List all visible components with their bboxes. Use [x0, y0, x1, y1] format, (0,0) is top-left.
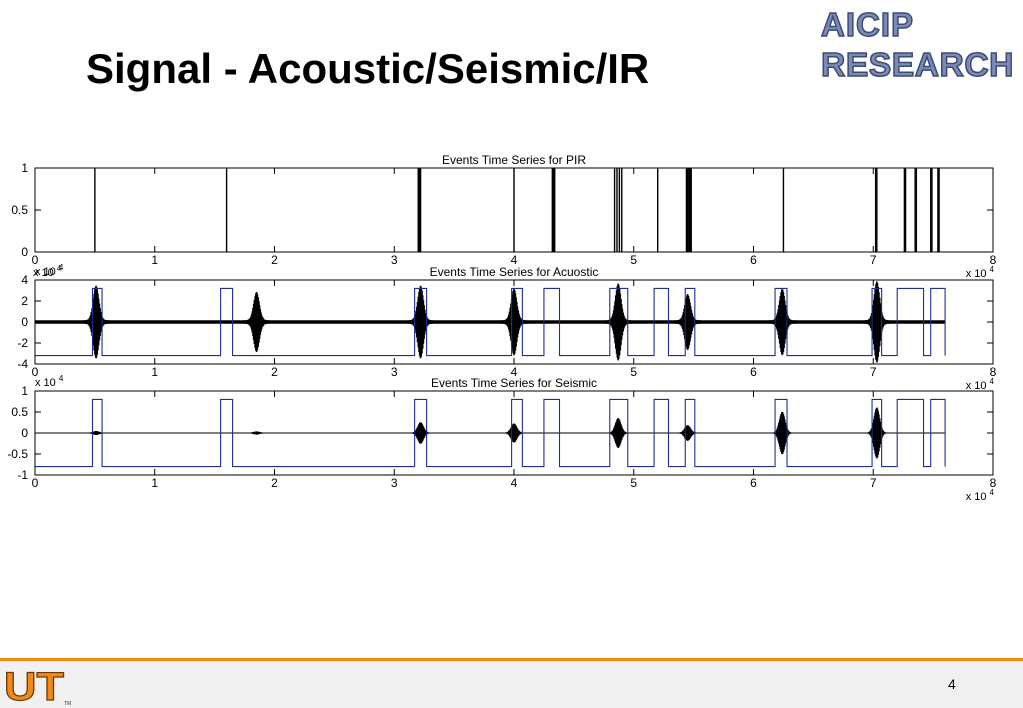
x-tick-label: 2	[271, 253, 278, 267]
y-tick-label: 0	[21, 245, 28, 259]
x-tick-label: 5	[630, 365, 637, 379]
x-axis-multiplier: x 10 4	[966, 377, 995, 392]
y-tick-label: -1	[17, 468, 28, 482]
subplot-title: Events Time Series for PIR	[442, 153, 586, 167]
page-number: 4	[948, 676, 956, 692]
x-tick-label: 8	[990, 365, 997, 379]
x-tick-label: 4	[511, 253, 518, 267]
x-tick-label: 0	[32, 253, 39, 267]
logo-text-line1: AICIP	[821, 6, 914, 43]
x-tick-label: 4	[511, 365, 518, 379]
aicip-research-logo: AICIP RESEARCH	[820, 5, 1014, 84]
slide-title: Signal - Acoustic/Seismic/IR	[86, 45, 650, 92]
x-tick-label: 1	[151, 253, 158, 267]
subplot-title: Events Time Series for Seismic	[431, 376, 597, 390]
y-tick-label: 0	[21, 315, 28, 329]
y-tick-label: 4	[21, 273, 28, 287]
ut-logo-mark: UT	[4, 665, 64, 706]
top-axis-multiplier-base: x 10	[35, 377, 59, 389]
x-axis-multiplier-exponent: 4	[990, 488, 995, 497]
y-axis-multiplier-base: x 10	[35, 266, 59, 278]
x-axis-multiplier: x 10 4	[966, 265, 995, 280]
top-axis-multiplier-exponent: 4	[59, 374, 64, 383]
x-axis-multiplier-left: x 10 4	[33, 264, 62, 279]
ut-logo: UT TM	[4, 664, 71, 706]
x-axis-multiplier-left-exponent: 4	[57, 264, 62, 273]
x-tick-label: 6	[750, 365, 757, 379]
subplot-1: Events Time Series for PIR 0 1 2 3 4 5 6 7 8 0 0.5 1…	[11, 153, 996, 280]
x-tick-label: 3	[391, 476, 398, 490]
x-axis-multiplier-left-base: x 10	[33, 267, 57, 279]
footer-band	[0, 661, 1023, 708]
x-tick-label: 2	[271, 476, 278, 490]
x-tick-label: 8	[990, 476, 997, 490]
ut-logo-trademark: TM	[64, 701, 71, 706]
y-tick-label: -4	[17, 357, 28, 371]
y-tick-label: 1	[21, 161, 28, 175]
x-tick-label: 5	[630, 253, 637, 267]
y-axis-multiplier: x 10 4	[35, 263, 64, 278]
y-tick-label: 2	[21, 294, 28, 308]
event-gate-series	[35, 287, 946, 357]
x-tick-label: 7	[870, 365, 877, 379]
x-axis-multiplier-exponent: 4	[990, 377, 995, 386]
x-tick-label: 7	[870, 253, 877, 267]
x-tick-label: 3	[391, 253, 398, 267]
y-axis-multiplier-exponent: 4	[59, 263, 64, 272]
y-tick-label: -0.5	[7, 447, 28, 461]
x-axis-multiplier-base: x 10	[966, 491, 990, 503]
footer-divider	[0, 658, 1023, 661]
x-axis-multiplier-base: x 10	[966, 268, 990, 280]
x-tick-label: 7	[870, 476, 877, 490]
x-tick-label: 6	[750, 253, 757, 267]
x-axis-multiplier: x 10 4	[966, 488, 995, 503]
x-tick-label: 8	[990, 253, 997, 267]
x-tick-label: 4	[511, 476, 518, 490]
x-tick-label: 5	[630, 476, 637, 490]
subplot-2: Events Time Series for Acuostic 0 1 2 3 4 5 6 7 8…	[17, 263, 996, 392]
subplot-title: Events Time Series for Acuostic	[430, 265, 599, 279]
x-tick-label: 0	[32, 476, 39, 490]
top-axis-multiplier: x 10 4	[35, 374, 64, 389]
x-tick-label: 3	[391, 365, 398, 379]
subplot-3: Events Time Series for Seismic 0 1 2 3 4 5 6 7 8 -…	[7, 374, 996, 503]
x-tick-label: 1	[151, 476, 158, 490]
logo-text-line2: RESEARCH	[821, 46, 1014, 83]
x-axis-multiplier-base: x 10	[966, 380, 990, 392]
y-tick-label: 0.5	[11, 203, 28, 217]
x-tick-label: 0	[32, 365, 39, 379]
y-tick-label: -2	[17, 336, 28, 350]
y-tick-label: 0	[21, 426, 28, 440]
x-tick-label: 1	[151, 365, 158, 379]
x-tick-label: 6	[750, 476, 757, 490]
x-tick-label: 2	[271, 365, 278, 379]
y-tick-label: 0.5	[11, 405, 28, 419]
x-axis-multiplier-exponent: 4	[990, 265, 995, 274]
y-tick-label: 1	[21, 384, 28, 398]
event-gate-series	[35, 398, 946, 468]
